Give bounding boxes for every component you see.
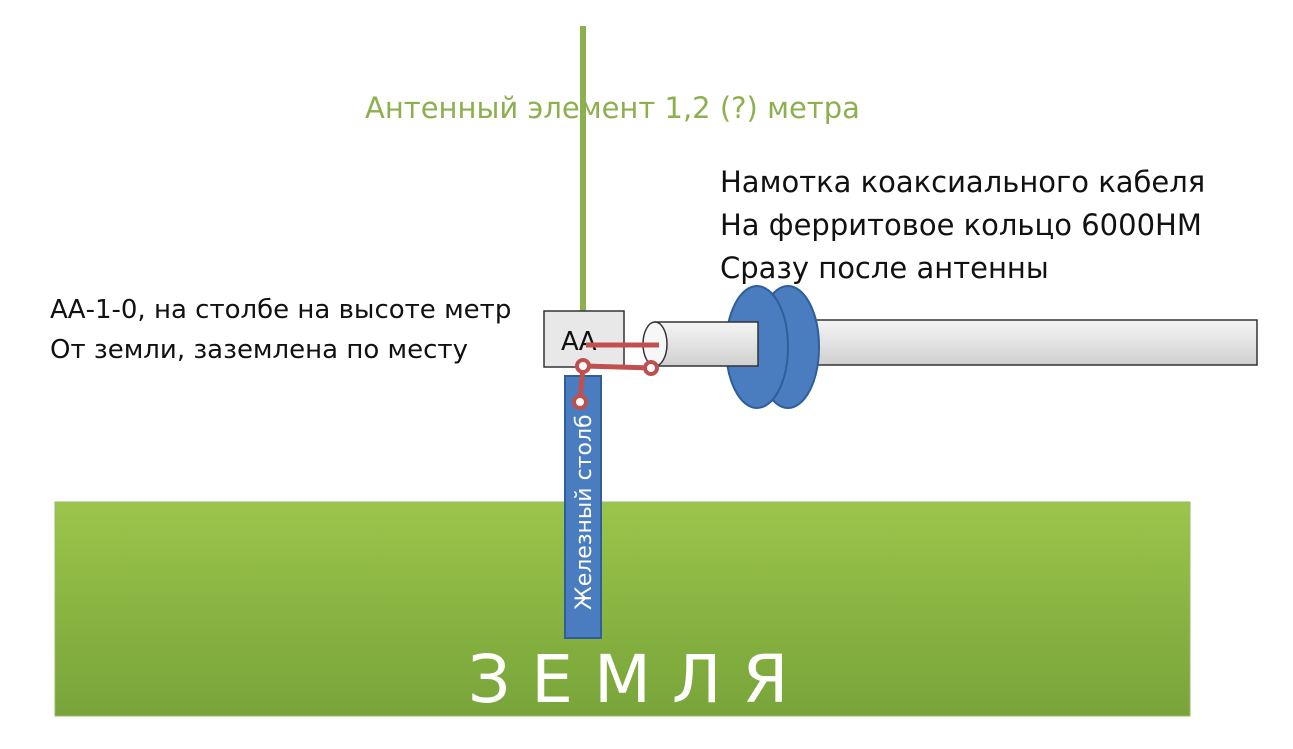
coax-label-line2: На ферритовое кольцо 6000НМ [720, 208, 1202, 242]
aa-box [543, 310, 625, 368]
ground-rect [54, 501, 1191, 717]
antenna-element-label: Антенный элемент 1,2 (?) метра [365, 91, 860, 125]
wire-node-junction [575, 358, 591, 374]
wire-to-shield [583, 363, 652, 371]
iron-pole-label: Железный столб [572, 414, 597, 610]
coax-label-line1: Намотка коаксиального кабеля [720, 165, 1205, 199]
iron-pole [564, 375, 602, 639]
aa-box-label: АА [561, 327, 597, 357]
wire-node-pole [572, 394, 588, 410]
coax-cable-right [789, 319, 1258, 366]
coax-label-line3: Сразу после антенны [720, 251, 1049, 285]
aa-label-line2: От земли, заземлена по месту [50, 335, 468, 365]
aa-label-line1: АА-1-0, на столбе на высоте метр [50, 295, 511, 325]
coax-cable-left [654, 321, 759, 367]
ground-label: З Е М Л Я [468, 641, 788, 718]
wire-node-shield [643, 360, 659, 376]
